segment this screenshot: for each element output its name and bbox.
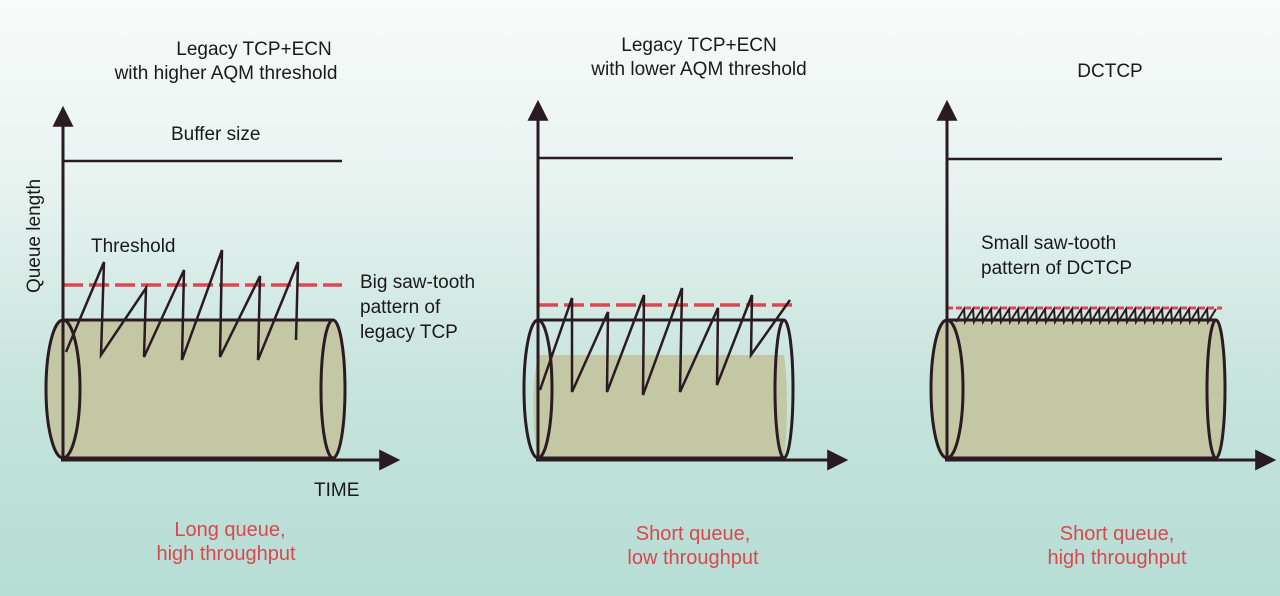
cylinder-end-right: [1205, 318, 1227, 460]
panel-1-outcome-line-1: Long queue,: [174, 519, 286, 541]
panel-3-pattern-line-1: Small saw-tooth: [981, 233, 1117, 254]
sawtooth-pattern: [538, 287, 792, 396]
cylinder-end-right-fill: [784, 355, 788, 458]
panel-3-outcome-line-2: high throughput: [1047, 547, 1187, 569]
panel-1-pattern-line-2: pattern of: [360, 297, 441, 318]
panel-2: [522, 99, 849, 471]
cylinder-end-right: [319, 318, 347, 460]
panel-2-outcome-line-2: low throughput: [627, 547, 759, 569]
panel-2-title-line-2: with lower AQM threshold: [591, 59, 807, 80]
panel-1-outcome-line-2: high throughput: [156, 543, 296, 565]
panel-1-title-line-2: with higher AQM threshold: [114, 63, 338, 84]
sawtooth-pattern: [64, 249, 300, 361]
panel-1-pattern-line-3: legacy TCP: [360, 322, 458, 343]
panel-3-title: DCTCP: [1077, 61, 1143, 82]
panel-2-title-line-1: Legacy TCP+ECN: [621, 35, 777, 56]
x-axis-label: TIME: [314, 480, 360, 501]
queue-fill: [538, 355, 784, 458]
queue-fill: [947, 320, 1216, 458]
panel-1-pattern-line-1: Big saw-tooth: [360, 272, 476, 293]
panel-2-outcome-line-1: Short queue,: [635, 523, 751, 545]
queue-fill: [63, 320, 333, 458]
panel-3-outcome-line-1: Short queue,: [1059, 523, 1175, 545]
panel-3: [929, 99, 1277, 471]
panel-1-title-line-1: Legacy TCP+ECN: [176, 39, 332, 60]
panel-1: [44, 105, 401, 471]
y-axis-label: Queue length: [24, 178, 45, 294]
buffer-size-label: Buffer size: [171, 124, 261, 145]
panel-3-pattern-line-2: pattern of DCTCP: [981, 258, 1132, 279]
threshold-label: Threshold: [91, 236, 176, 257]
sawtooth-pattern: [955, 305, 1217, 326]
